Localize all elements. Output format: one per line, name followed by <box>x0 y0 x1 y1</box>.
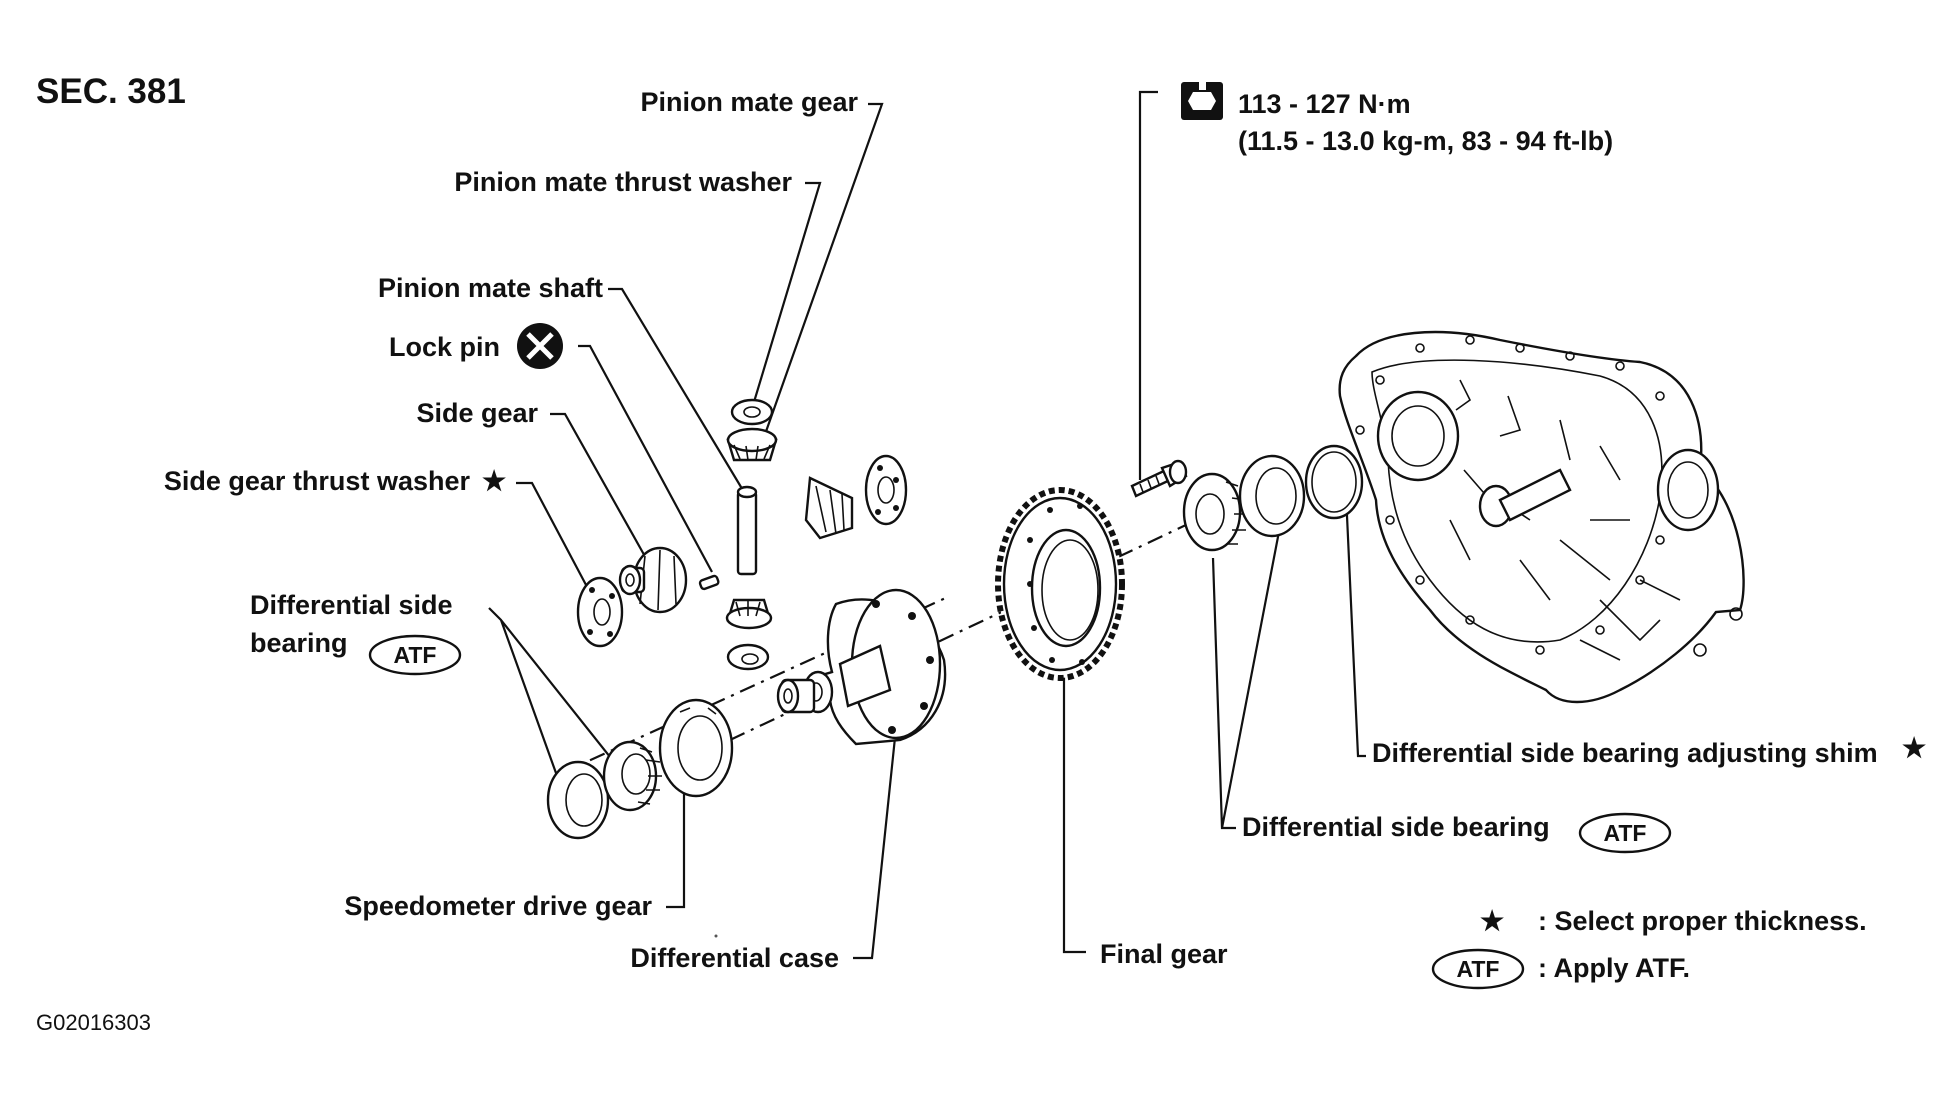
star-side-gear-washer: ★ <box>482 466 506 496</box>
svg-text:ATF: ATF <box>1603 820 1646 846</box>
label-pinion-mate-thrust-washer: Pinion mate thrust washer <box>454 167 792 197</box>
transaxle-case <box>1338 330 1745 704</box>
side-gear-right <box>804 454 908 540</box>
dot-mark <box>714 934 718 938</box>
diff-side-bearing-right-cone <box>1182 472 1248 552</box>
torque-leader <box>1138 90 1158 480</box>
label-adjusting-shim: Differential side bearing adjusting shim <box>1372 738 1878 768</box>
label-side-gear-thrust-washer: Side gear thrust washer <box>164 466 471 496</box>
pinion-mate-shaft <box>736 485 758 576</box>
label-lock-pin: Lock pin <box>389 332 500 362</box>
torque-value-imperial: (11.5 - 13.0 kg-m, 83 - 94 ft-lb) <box>1238 126 1613 156</box>
label-final-gear: Final gear <box>1100 939 1228 969</box>
adjusting-shim <box>1304 444 1364 520</box>
svg-text:ATF: ATF <box>393 642 436 668</box>
label-pinion-mate-gear: Pinion mate gear <box>640 87 858 117</box>
speedometer-drive-gear <box>658 698 734 798</box>
legend-star-icon: ★ <box>1480 906 1504 936</box>
diff-side-bearing-right-race <box>1238 454 1306 538</box>
label-diff-side-bearing-right: Differential side bearing <box>1242 812 1550 842</box>
figure-id: G02016303 <box>36 1010 151 1035</box>
section-number: SEC. 381 <box>36 72 186 111</box>
label-differential-case: Differential case <box>630 943 839 973</box>
atf-badge-right: ATF <box>1578 812 1672 854</box>
diff-side-bearing-left-race <box>546 760 610 840</box>
torque-wrench-icon <box>1181 80 1223 120</box>
torque-value-nm: 113 - 127 N·m <box>1238 89 1411 119</box>
differential-case <box>776 588 947 746</box>
pinion-mate-gear-upper <box>726 427 778 462</box>
diff-side-bearing-left-cone <box>602 740 662 812</box>
pinion-mate-gear-lower <box>725 598 773 630</box>
pinion-mate-thrust-washer-upper <box>730 398 774 426</box>
label-side-gear: Side gear <box>416 398 538 428</box>
side-gear-thrust-washer <box>576 576 624 648</box>
legend-atf-badge: ATF <box>1431 948 1525 990</box>
label-diff-side-bearing-left-line1: Differential side <box>250 590 453 620</box>
label-pinion-mate-shaft: Pinion mate shaft <box>378 273 603 303</box>
legend-atf-text: : Apply ATF. <box>1538 953 1690 983</box>
atf-badge-left: ATF <box>368 634 462 676</box>
legend-star-text: : Select proper thickness. <box>1538 906 1867 936</box>
label-diff-side-bearing-left-line2: bearing <box>250 628 348 658</box>
pinion-mate-thrust-washer-lower <box>726 643 770 671</box>
star-adjusting-shim: ★ <box>1902 733 1926 763</box>
label-speedometer-drive-gear: Speedometer drive gear <box>344 891 652 921</box>
replace-part-icon <box>517 323 563 369</box>
leader-lines <box>488 102 1366 960</box>
svg-text:ATF: ATF <box>1456 956 1499 982</box>
side-gear <box>618 546 688 614</box>
final-gear-bolt <box>1130 459 1188 498</box>
final-gear <box>995 487 1125 681</box>
lock-pin <box>698 574 720 591</box>
